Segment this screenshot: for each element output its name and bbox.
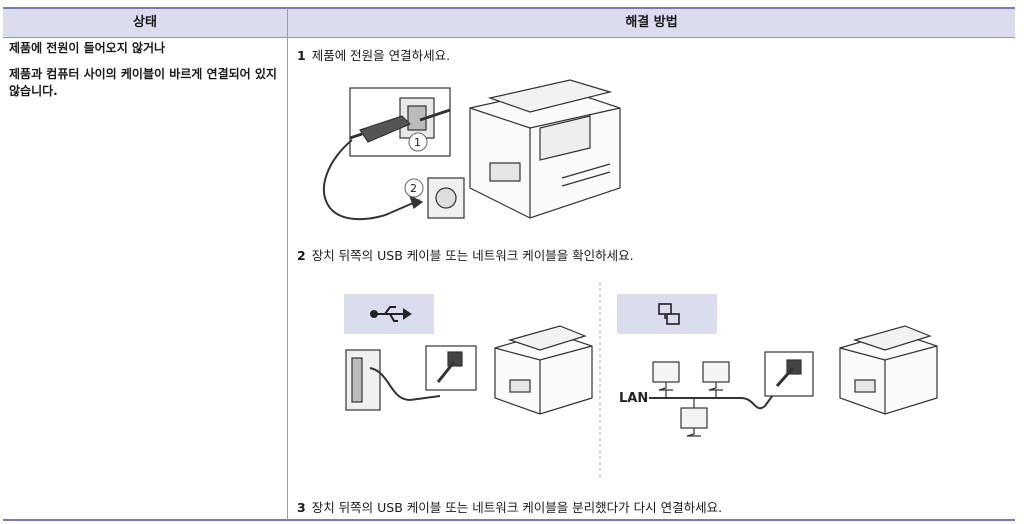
callout-1: 1 bbox=[414, 136, 421, 149]
header-status: 상태 bbox=[133, 15, 157, 30]
step-number: 3 bbox=[297, 500, 306, 515]
column-divider bbox=[287, 9, 288, 519]
troubleshooting-table: 상태 해결 방법 bbox=[3, 7, 1015, 521]
step-text: 제품에 전원을 연결하세요. bbox=[311, 48, 451, 63]
step-number: 2 bbox=[297, 248, 306, 263]
header-solution: 해결 방법 bbox=[625, 15, 678, 30]
network-icon bbox=[658, 303, 680, 325]
illustration-divider bbox=[599, 282, 601, 477]
status-line-1: 제품에 전원이 들어오지 않거나 bbox=[9, 41, 166, 55]
status-cell: 제품에 전원이 들어오지 않거나 제품과 컴퓨터 사이의 케이블이 바르게 연결… bbox=[9, 40, 277, 109]
usb-icon bbox=[370, 306, 412, 322]
lan-label: LAN bbox=[619, 391, 648, 406]
callout-2: 2 bbox=[410, 182, 417, 195]
power-connection-illustration: 1 2 bbox=[322, 79, 621, 221]
step-2: 2 장치 뒤쪽의 USB 케이블 또는 네트워크 케이블을 확인하세요. bbox=[297, 245, 634, 264]
network-connection-illustration: LAN bbox=[617, 294, 938, 437]
usb-connection-illustration bbox=[344, 294, 593, 415]
step-number: 1 bbox=[297, 48, 306, 63]
status-line-2: 제품과 컴퓨터 사이의 케이블이 바르게 연결되어 있지 않습니다. bbox=[9, 67, 277, 98]
table-header: 상태 해결 방법 bbox=[3, 9, 1015, 38]
step-text: 장치 뒤쪽의 USB 케이블 또는 네트워크 케이블을 분리했다가 다시 연결하… bbox=[311, 500, 723, 515]
step-text: 장치 뒤쪽의 USB 케이블 또는 네트워크 케이블을 확인하세요. bbox=[311, 248, 634, 263]
step-1: 1 제품에 전원을 연결하세요. bbox=[297, 45, 450, 64]
step-3: 3 장치 뒤쪽의 USB 케이블 또는 네트워크 케이블을 분리했다가 다시 연결… bbox=[297, 497, 722, 516]
